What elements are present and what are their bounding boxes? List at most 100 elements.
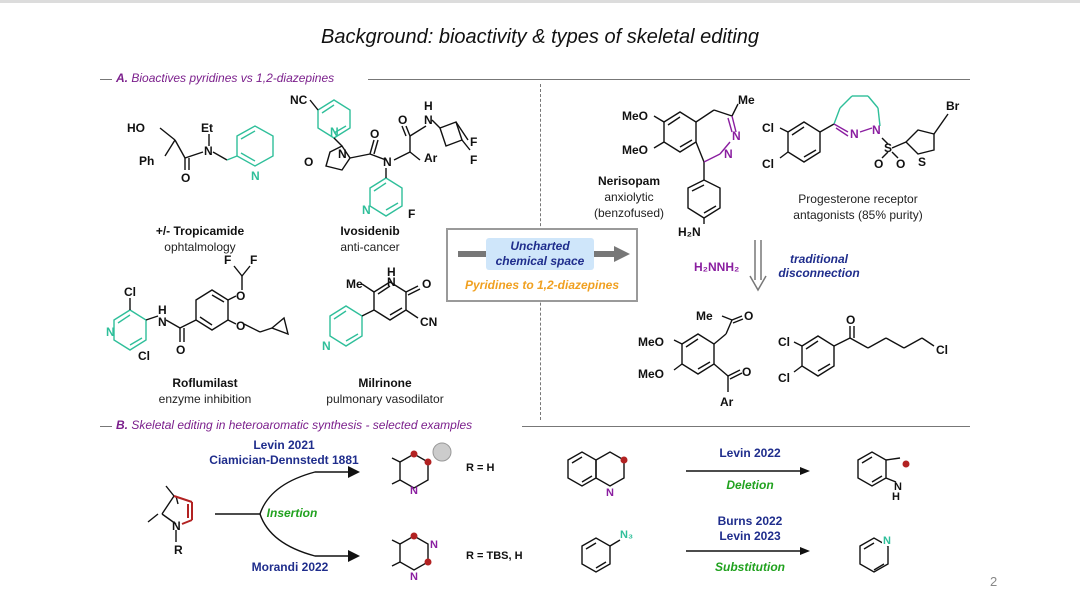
pyrrole-n: N <box>172 519 181 533</box>
roflumilast-structure: Cl N Cl H N O O F F O <box>106 253 290 363</box>
tropicamide-et: Et <box>201 121 213 135</box>
tropicamide-use: ophtalmology <box>164 240 236 254</box>
insertion-scheme: N R <box>147 466 360 562</box>
tropicamide-ph: Ph <box>139 154 154 168</box>
roflumilast-o3: O <box>236 319 245 333</box>
milrinone-use: pulmonary vasodilator <box>326 392 444 406</box>
ivosidenib-n2: N <box>338 147 347 161</box>
pyridine-product-n: N <box>883 535 891 547</box>
roflumilast-h: H <box>158 303 167 317</box>
tropicamide-o: O <box>181 171 190 185</box>
ivosidenib-pyridine-n: N <box>362 203 371 217</box>
substitution-arrow <box>686 547 810 555</box>
diketone-meo2: MeO <box>638 367 664 381</box>
tropicamide-n: N <box>204 144 213 158</box>
phenyl-azide-structure: N₃ <box>581 529 633 573</box>
page-number: 2 <box>990 574 998 589</box>
section-a-rule-right <box>368 79 970 80</box>
traditional-line2: disconnection <box>778 266 860 280</box>
diketone-o2: O <box>742 365 751 379</box>
levin-2021-ref: Levin 2021 <box>253 438 315 452</box>
burns-2022-ref: Burns 2022 <box>717 514 783 528</box>
milrinone-pyridine-n: N <box>322 339 331 353</box>
section-b-rule-right <box>522 426 970 427</box>
roflumilast-o2: O <box>236 289 245 303</box>
section-a-letter: A. <box>116 71 128 85</box>
progesterone-br: Br <box>946 99 960 113</box>
ivosidenib-o1: O <box>304 155 313 169</box>
diketone-o1: O <box>744 309 753 323</box>
diketone-me: Me <box>696 309 713 323</box>
ivosidenib-o2: O <box>370 127 379 141</box>
pyridine-product-n: N <box>410 485 418 497</box>
progesterone-s2: S <box>918 155 926 169</box>
nerisopam-me: Me <box>738 93 755 107</box>
indazole-structure: N H <box>857 451 910 503</box>
progesterone-n2: N <box>872 123 881 137</box>
section-b-rule-left <box>100 426 112 427</box>
azide-n3: N₃ <box>620 529 633 541</box>
section-b-letter: B. <box>116 418 128 432</box>
milrinone-name: Milrinone <box>358 376 412 390</box>
indazole-h: H <box>892 491 900 503</box>
r-equals-tbs: R = TBS, H <box>466 550 523 562</box>
nerisopam-structure: MeO MeO Me N N H₂N <box>622 93 755 239</box>
section-a-text: Bioactives pyridines vs 1,2-diazepines <box>131 71 335 85</box>
progesterone-cl1: Cl <box>762 121 774 135</box>
r-equals-h: R = H <box>466 462 495 474</box>
pyrrole-r: R <box>174 543 183 557</box>
slide-title: Background: bioactivity & types of skele… <box>320 26 760 48</box>
progesterone-line1: Progesterone receptor <box>798 192 918 206</box>
deletion-label: Deletion <box>726 478 774 492</box>
diketone-ar: Ar <box>720 395 734 409</box>
progesterone-line2: antagonists (85% purity) <box>793 208 923 222</box>
indazole-n: N <box>894 481 902 493</box>
uncharted-chemical-space-box: Uncharted chemical space Pyridines to 1,… <box>446 228 638 302</box>
milrinone-structure: Me H N O CN N <box>322 265 437 353</box>
section-a-rule-left <box>100 79 112 80</box>
roflumilast-name: Roflumilast <box>172 376 238 390</box>
ivosidenib-nc: NC <box>290 93 308 107</box>
traditional-disconnection-label: traditional disconnection <box>774 252 864 280</box>
chloroketone-cl3: Cl <box>936 343 948 357</box>
tropicamide-name: +/- Tropicamide <box>155 224 245 238</box>
traditional-line1: traditional <box>789 252 848 266</box>
nerisopam-meo2: MeO <box>622 143 648 157</box>
chloroketone-structure: Cl Cl O Cl <box>778 313 948 385</box>
progesterone-o1: O <box>874 157 883 171</box>
roflumilast-use: enzyme inhibition <box>158 392 252 406</box>
substitution-label: Substitution <box>715 560 785 574</box>
section-b-header: B. Skeletal editing in heteroaromatic sy… <box>116 418 472 432</box>
section-a-header: A. Bioactives pyridines vs 1,2-diazepine… <box>116 71 334 85</box>
section-b-text: Skeletal editing in heteroaromatic synth… <box>131 418 473 432</box>
nerisopam-n1: N <box>732 129 741 143</box>
insertion-label: Insertion <box>266 506 318 520</box>
diketone-structure: Me O MeO MeO O Ar <box>638 309 753 409</box>
roflumilast-cl2: Cl <box>138 349 150 363</box>
roflumilast-f2: F <box>250 253 257 267</box>
progesterone-antagonist-structure: Cl Cl N N S O O S Br <box>762 95 960 171</box>
ivosidenib-structure: NC N O N O N Ar O H N F F N F <box>290 93 477 221</box>
ivosidenib-f1: F <box>470 135 477 149</box>
milrinone-o: O <box>422 277 431 291</box>
ivosidenib-ar: Ar <box>424 151 438 165</box>
roflumilast-f1: F <box>224 253 231 267</box>
tropicamide-ho: HO <box>127 121 145 135</box>
ivosidenib-f3: F <box>408 207 415 221</box>
ivosidenib-n3: N <box>383 155 392 169</box>
chloroketone-cl1: Cl <box>778 335 790 349</box>
ivosidenib-use: anti-cancer <box>340 240 400 254</box>
ivosidenib-name: Ivosidenib <box>340 224 400 238</box>
tropicamide-structure: HO Et N Ph O N <box>127 121 274 185</box>
nerisopam-meo1: MeO <box>622 109 648 123</box>
ivosidenib-n1: N <box>330 125 339 139</box>
milrinone-cn: CN <box>420 315 437 329</box>
roflumilast-cl1: Cl <box>124 285 136 299</box>
triazine-n1: N <box>430 539 438 551</box>
progesterone-o2: O <box>896 157 905 171</box>
roflumilast-pyridine-n: N <box>106 325 115 339</box>
progesterone-cl2: Cl <box>762 157 774 171</box>
milrinone-h: H <box>387 265 396 279</box>
levin-2022-ref: Levin 2022 <box>719 446 781 460</box>
deletion-arrow <box>686 467 810 475</box>
